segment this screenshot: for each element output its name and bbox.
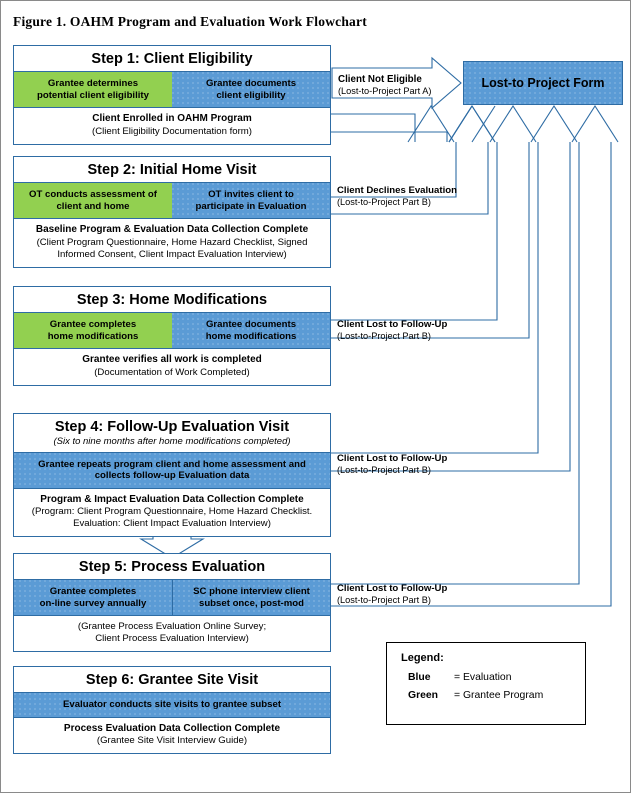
step-4-title: Step 4: Follow-Up Evaluation Visit (54, 419, 290, 435)
step-1-note-bold: Client Enrolled in OAHM Program (92, 113, 252, 125)
step-4-cell-grantee-repeats: Grantee repeats program client and home … (14, 452, 330, 488)
step-6-header: Step 6: Grantee Site Visit (14, 667, 330, 694)
step-1-title: Step 1: Client Eligibility (91, 51, 253, 67)
step-1-header: Step 1: Client Eligibility (14, 46, 330, 73)
step-box-6: Step 6: Grantee Site Visit Evaluator con… (13, 666, 331, 755)
step-5-note-plain: (Grantee Process Evaluation Online Surve… (77, 621, 267, 645)
legend-key-blue: Blue (408, 672, 431, 683)
exit-label-bold: Client Not Eligible (338, 74, 422, 85)
exit-label-plain: (Lost-to-Project Part B) (337, 594, 431, 605)
step-2-note: Baseline Program & Evaluation Data Colle… (14, 219, 330, 267)
step-6-title: Step 6: Grantee Site Visit (85, 672, 259, 688)
step-6-cell-evaluator-site-visits: Evaluator conducts site visits to grante… (14, 693, 330, 717)
step-3-header: Step 3: Home Modifications (14, 287, 330, 314)
step-4-actions: Grantee repeats program client and home … (14, 452, 330, 489)
step-4-note-plain: (Program: Client Program Questionnaire, … (31, 506, 313, 530)
step-box-2: Step 2: Initial Home Visit OT conducts a… (13, 156, 331, 268)
exit-label-bold: Client Lost to Follow-Up (337, 453, 448, 464)
step-5-header: Step 5: Process Evaluation (14, 554, 330, 581)
step-4-header: Step 4: Follow-Up Evaluation Visit (Six … (14, 414, 330, 453)
exit-label-bold: Client Lost to Follow-Up (337, 583, 448, 594)
legend-title: Legend: (401, 652, 444, 664)
step-box-5: Step 5: Process Evaluation Grantee compl… (13, 553, 331, 653)
exit-label-client-declines-evaluation: Client Declines Evaluation (Lost-to-Proj… (337, 185, 457, 208)
step-6-note: Process Evaluation Data Collection Compl… (14, 717, 330, 754)
legend-box: Legend: Blue = Evaluation Green = Grante… (386, 642, 586, 725)
exit-label-plain: (Lost-to-Project Part B) (337, 196, 431, 207)
legend-row-green: Green = Grantee Program (408, 690, 585, 701)
exit-label-client-lost-followup-3: Client Lost to Follow-Up (Lost-to-Projec… (337, 319, 447, 342)
step-3-note-bold: Grantee verifies all work is completed (82, 354, 262, 366)
exit-label-plain: (Lost-to-Project Part B) (337, 464, 431, 475)
step-2-title: Step 2: Initial Home Visit (87, 162, 257, 178)
step-box-3: Step 3: Home Modifications Grantee compl… (13, 286, 331, 386)
exit-label-plain: (Lost-to-Project Part A) (338, 86, 432, 97)
step-1-note: Client Enrolled in OAHM Program (Client … (14, 108, 330, 144)
step-3-note: Grantee verifies all work is completed (… (14, 349, 330, 385)
exit-label-plain: (Lost-to-Project Part B) (337, 330, 431, 341)
step-3-note-plain: (Documentation of Work Completed) (94, 366, 250, 378)
step-4-note: Program & Impact Evaluation Data Collect… (14, 488, 330, 537)
step-6-actions: Evaluator conducts site visits to grante… (14, 693, 330, 718)
step-6-note-plain: (Grantee Site Visit Interview Guide) (96, 735, 248, 747)
exit-label-client-lost-followup-4: Client Lost to Follow-Up (Lost-to-Projec… (337, 453, 447, 476)
step-2-header: Step 2: Initial Home Visit (14, 157, 330, 184)
step-5-note: (Grantee Process Evaluation Online Surve… (14, 616, 330, 652)
step-box-1: Step 1: Client Eligibility Grantee deter… (13, 45, 331, 145)
exit-arrow-client-not-eligible: Client Not Eligible (Lost-to-Project Par… (332, 67, 462, 107)
exit-label-client-lost-followup-5: Client Lost to Follow-Up (Lost-to-Projec… (337, 583, 447, 606)
lost-to-project-form-box: Lost-to Project Form (463, 61, 623, 105)
legend-key-green: Green (408, 690, 439, 701)
legend-row-blue: Blue = Evaluation (408, 672, 585, 683)
step-1-note-plain: (Client Eligibility Documentation form) (92, 125, 252, 137)
step-2-note-bold: Baseline Program & Evaluation Data Colle… (35, 224, 309, 236)
exit-label-bold: Client Declines Evaluation (337, 185, 457, 196)
step-box-4: Step 4: Follow-Up Evaluation Visit (Six … (13, 413, 331, 538)
legend-value-green: = Grantee Program (454, 690, 544, 701)
exit-label-bold: Client Lost to Follow-Up (337, 319, 448, 330)
legend-value-blue: = Evaluation (454, 672, 512, 683)
step-6-note-bold: Process Evaluation Data Collection Compl… (63, 722, 281, 734)
lost-to-project-form-label: Lost-to Project Form (481, 76, 605, 90)
step-4-subtitle: (Six to nine months after home modificat… (53, 436, 291, 448)
step-5-title: Step 5: Process Evaluation (78, 559, 266, 575)
step-3-title: Step 3: Home Modifications (76, 292, 268, 308)
page-title: Figure 1. OAHM Program and Evaluation Wo… (13, 14, 367, 29)
step-4-note-bold: Program & Impact Evaluation Data Collect… (40, 493, 304, 505)
step-2-note-plain: (Client Program Questionnaire, Home Haza… (36, 236, 308, 260)
